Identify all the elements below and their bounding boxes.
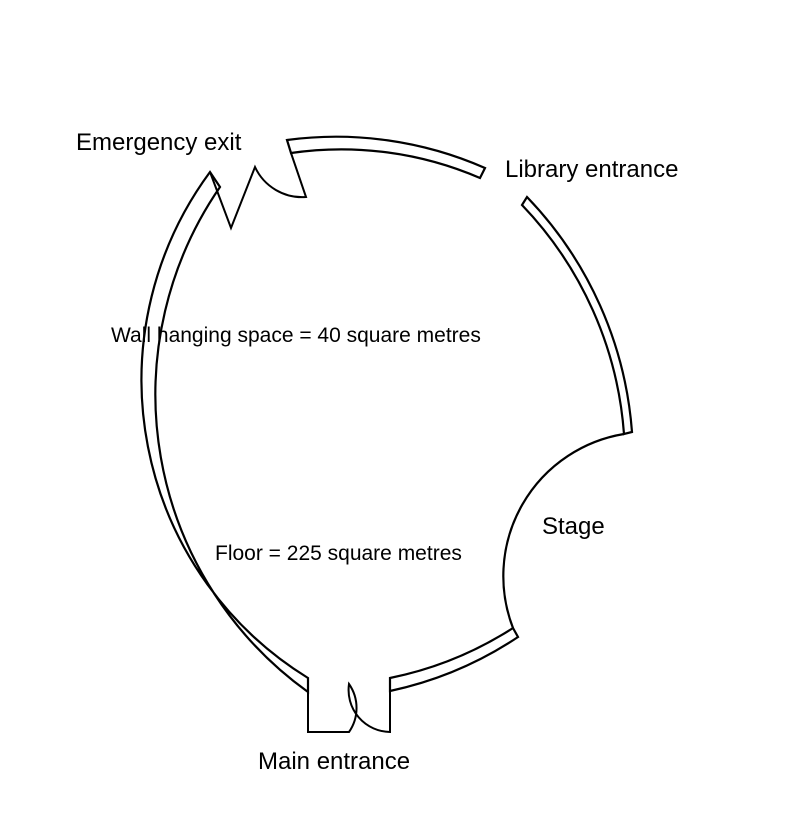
library-entrance-label: Library entrance bbox=[505, 156, 679, 183]
emergency-exit-label: Emergency exit bbox=[76, 129, 242, 156]
wall-left-segment bbox=[140, 170, 310, 695]
emergency-exit-door bbox=[209, 152, 308, 231]
stage-outline bbox=[502, 432, 625, 629]
floor-area-label: Floor = 225 square metres bbox=[215, 542, 462, 565]
wall-right-segment bbox=[520, 195, 634, 436]
wall-hanging-space-label: Wall hanging space = 40 square metres bbox=[111, 324, 481, 347]
wall-bottom-segment bbox=[388, 626, 520, 693]
wall-top-segment bbox=[285, 135, 487, 180]
main-entrance-label: Main entrance bbox=[258, 748, 411, 775]
main-entrance-door bbox=[307, 678, 391, 734]
stage-label: Stage bbox=[542, 513, 605, 540]
